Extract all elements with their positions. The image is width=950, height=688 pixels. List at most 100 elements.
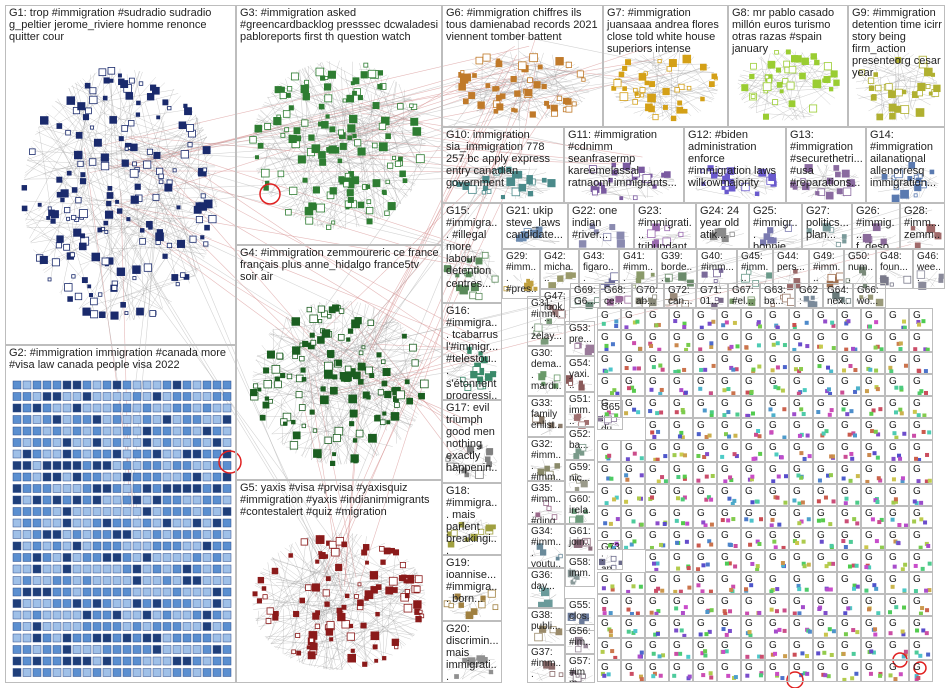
group-tiny: G: [813, 638, 837, 660]
group-label: G: [841, 420, 849, 431]
group-tiny: G: [837, 462, 861, 484]
node: [62, 484, 72, 493]
group-g32: G32: #imm... #imm...: [527, 437, 565, 481]
edge: [171, 216, 205, 259]
node: [112, 461, 122, 470]
group-label: G: [745, 552, 753, 563]
group-label: G: [721, 662, 729, 673]
node: [122, 472, 132, 482]
node: [62, 622, 72, 631]
group-tiny: G: [909, 660, 933, 682]
node: [132, 415, 142, 424]
node: [204, 224, 210, 231]
group-tiny: G: [717, 308, 741, 330]
node: [89, 293, 94, 298]
group-label: G: [841, 354, 849, 365]
group-label: G2: #immigration immigration #canada mor…: [9, 347, 227, 372]
edge: [327, 136, 624, 164]
group-label: G: [817, 420, 825, 431]
group-tiny: G: [837, 594, 861, 616]
node: [72, 449, 82, 459]
node: [102, 599, 112, 608]
group-tiny: G: [597, 484, 621, 506]
node: [158, 179, 164, 185]
group-label: G6: #immigration chiffres ils tous damie…: [446, 7, 598, 44]
group-label: G: [697, 596, 705, 607]
node: [51, 258, 60, 267]
group-tiny: G: [765, 374, 789, 396]
group-tiny: G: [813, 660, 837, 682]
group-label: G: [697, 552, 705, 563]
node: [112, 622, 122, 631]
group-g53: G53: pre...: [565, 321, 595, 356]
group-label: G40: #imm...: [701, 251, 734, 273]
group-label: G: [625, 398, 633, 409]
node: [178, 121, 187, 130]
edge: [79, 79, 123, 137]
group-label: G: [697, 640, 705, 651]
group-tiny: G: [885, 550, 909, 572]
group-tiny: G: [693, 660, 717, 682]
edge: [348, 146, 491, 158]
node: [32, 461, 42, 470]
group-tiny: G: [861, 660, 885, 682]
node: [132, 438, 142, 447]
group-tiny: G: [837, 550, 861, 572]
node: [92, 495, 102, 505]
group-label: G: [889, 574, 897, 585]
group-g9: G9: #immigration detention time icirr st…: [848, 5, 945, 127]
node: [22, 530, 32, 539]
group-tiny: G: [885, 594, 909, 616]
edge: [68, 74, 91, 261]
group-label: G: [889, 332, 897, 343]
node: [176, 205, 181, 210]
node: [42, 610, 52, 620]
group-tiny: G: [813, 440, 837, 462]
node: [82, 645, 92, 654]
group-tiny: G: [597, 616, 621, 638]
node: [122, 438, 132, 447]
group-tiny: G: [765, 396, 789, 418]
node: [203, 241, 209, 247]
group-label: G: [745, 530, 753, 541]
node: [132, 161, 137, 167]
node: [12, 380, 22, 390]
edge: [110, 246, 209, 249]
edge: [99, 139, 351, 153]
group-label: G: [625, 508, 633, 519]
edge: [38, 126, 51, 207]
node: [92, 530, 102, 539]
group-tiny: G: [645, 506, 669, 528]
node: [139, 238, 146, 245]
group-label: G: [841, 376, 849, 387]
group-label: G: [673, 442, 681, 453]
group-tiny: G: [765, 616, 789, 638]
group-label: G: [601, 376, 609, 387]
edge: [322, 244, 912, 395]
group-label: G68: ce...: [604, 285, 626, 307]
group-tiny: G: [693, 440, 717, 462]
group-label: G: [721, 354, 729, 365]
edge: [46, 112, 155, 194]
group-label: G: [649, 596, 657, 607]
node: [102, 587, 112, 597]
node: [72, 576, 82, 585]
group-label: G: [769, 574, 777, 585]
node: [82, 622, 92, 631]
node: [32, 553, 42, 562]
node: [92, 622, 102, 631]
group-tiny: G: [645, 638, 669, 660]
node: [82, 553, 92, 562]
group-tiny: G: [861, 352, 885, 374]
node: [22, 518, 32, 528]
group-label: G: [745, 420, 753, 431]
group-label: G: [673, 398, 681, 409]
group-label: G: [601, 574, 609, 585]
node: [82, 668, 92, 677]
node: [82, 599, 92, 608]
group-label: G: [889, 596, 897, 607]
node: [32, 380, 42, 390]
group-label: G42: micha...: [544, 251, 574, 284]
group-tiny: G: [909, 308, 933, 330]
group-tiny: G: [885, 638, 909, 660]
